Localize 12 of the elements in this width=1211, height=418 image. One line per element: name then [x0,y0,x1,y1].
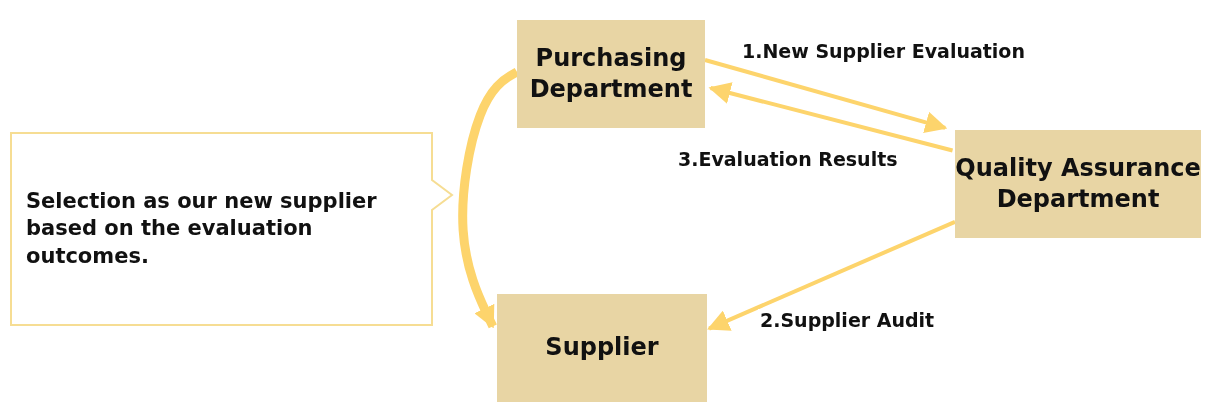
node-text: Supplier [545,332,659,364]
arrow [708,82,954,153]
node-text: Selection as our new supplier based on the evaluation outcomes. [26,188,378,270]
node-text: Quality Assurance Department [955,152,1201,215]
arrow [707,219,956,331]
arrow [704,58,948,134]
process-box [517,20,705,128]
callout-box [10,132,456,326]
edge-label: 2.Supplier Audit [758,309,937,331]
process-box [497,294,707,402]
node-text: Purchasing Department [528,42,694,105]
process-box [955,130,1201,238]
